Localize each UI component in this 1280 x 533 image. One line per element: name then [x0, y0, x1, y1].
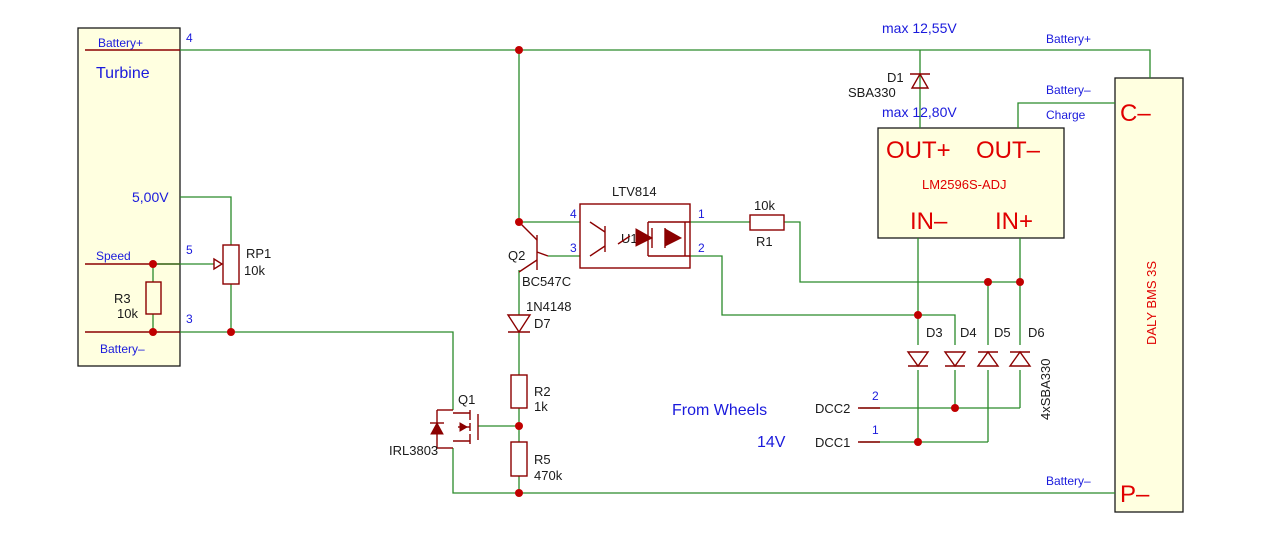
turbine-pin5: 5 [186, 243, 193, 257]
d6-ref: D6 [1028, 325, 1045, 340]
r2-ref: R2 [534, 384, 551, 399]
dcc1-label: DCC1 [815, 435, 850, 450]
turbine-title: Turbine [96, 65, 150, 82]
d5-ref: D5 [994, 325, 1011, 340]
r3-value: 10k [117, 306, 138, 321]
diode-d7: 1N4148 D7 [506, 299, 572, 334]
diode-group-label: 4xSBA330 [1038, 359, 1053, 420]
mosfet-q1: Q1 IRL3803 [389, 392, 479, 458]
diode-d4: D4 [943, 325, 977, 368]
r5-ref: R5 [534, 452, 551, 467]
opto-pin1: 1 [698, 207, 705, 221]
bms-battery-minus-top-label: Battery– [1046, 83, 1091, 97]
potentiometer-rp1: RP1 10k [213, 244, 271, 285]
voltage-label: 14V [757, 434, 786, 451]
rp1-value: 10k [244, 263, 265, 278]
opto-value: LTV814 [612, 184, 657, 199]
q2-value: BC547C [522, 274, 571, 289]
opto-ref: U1 [621, 231, 638, 246]
d1-ref: D1 [887, 70, 904, 85]
d4-ref: D4 [960, 325, 977, 340]
converter-block: OUT+ OUT– LM2596S-ADJ IN– IN+ [877, 127, 1065, 239]
optocoupler-u1: LTV814 U1 4 3 1 2 [570, 184, 705, 269]
resistor-r1: 10k R1 [749, 198, 785, 249]
opto-pin4: 4 [570, 207, 577, 221]
converter-in-minus: IN– [910, 208, 948, 235]
resistor-r5: R5 470k [510, 441, 563, 483]
bms-charge-label: Charge [1046, 108, 1086, 122]
diode-d3: D3 [906, 325, 943, 368]
bms-block: DALY BMS 3S C– P– Battery+ Battery– Char… [1046, 32, 1184, 513]
from-wheels-label: From Wheels [672, 402, 767, 419]
opto-pin2: 2 [698, 241, 705, 255]
converter-out-minus: OUT– [976, 137, 1041, 164]
bms-battery-minus-bottom-label: Battery– [1046, 474, 1091, 488]
dcc1-pin: 1 [872, 423, 879, 437]
r5-value: 470k [534, 468, 563, 483]
bms-c-minus: C– [1120, 100, 1151, 127]
turbine-5v-label: 5,00V [132, 189, 169, 205]
r1-ref: R1 [756, 234, 773, 249]
diode-d1: D1 SBA330 [848, 70, 930, 100]
resistor-r2: R2 1k [510, 374, 551, 414]
bms-p-minus: P– [1120, 481, 1150, 508]
d1-value: SBA330 [848, 85, 896, 100]
opto-pin3: 3 [570, 241, 577, 255]
turbine-battery-minus-label: Battery– [100, 342, 145, 356]
junctions [149, 46, 1024, 497]
converter-in-plus: IN+ [995, 208, 1033, 235]
d7-ref: D7 [534, 316, 551, 331]
turbine-battery-plus-label: Battery+ [98, 36, 143, 50]
turbine-pin3: 3 [186, 312, 193, 326]
dcc2-label: DCC2 [815, 401, 850, 416]
bms-title: DALY BMS 3S [1144, 261, 1159, 345]
dcc2-pin: 2 [872, 389, 879, 403]
r3-ref: R3 [114, 291, 131, 306]
wires [152, 49, 1151, 494]
turbine-speed-label: Speed [96, 249, 131, 263]
transistor-q2: Q2 BC547C [508, 221, 571, 289]
converter-out-plus: OUT+ [886, 137, 951, 164]
q1-ref: Q1 [458, 392, 475, 407]
turbine-pin4: 4 [186, 31, 193, 45]
d3-ref: D3 [926, 325, 943, 340]
turbine-block: Turbine Battery+ 4 5,00V Speed 5 Battery… [77, 27, 193, 367]
q1-value: IRL3803 [389, 443, 438, 458]
r1-value: 10k [754, 198, 775, 213]
diode-d5: D5 [976, 325, 1011, 367]
resistor-r3: R3 10k [114, 281, 162, 321]
converter-name: LM2596S-ADJ [922, 177, 1007, 192]
d7-value: 1N4148 [526, 299, 572, 314]
max-out-label: max 12,80V [882, 104, 957, 120]
rp1-ref: RP1 [246, 246, 271, 261]
r2-value: 1k [534, 399, 548, 414]
q2-ref: Q2 [508, 248, 525, 263]
diode-d6: D6 [1008, 325, 1045, 367]
max-top-label: max 12,55V [882, 20, 957, 36]
bms-battery-plus-label: Battery+ [1046, 32, 1091, 46]
